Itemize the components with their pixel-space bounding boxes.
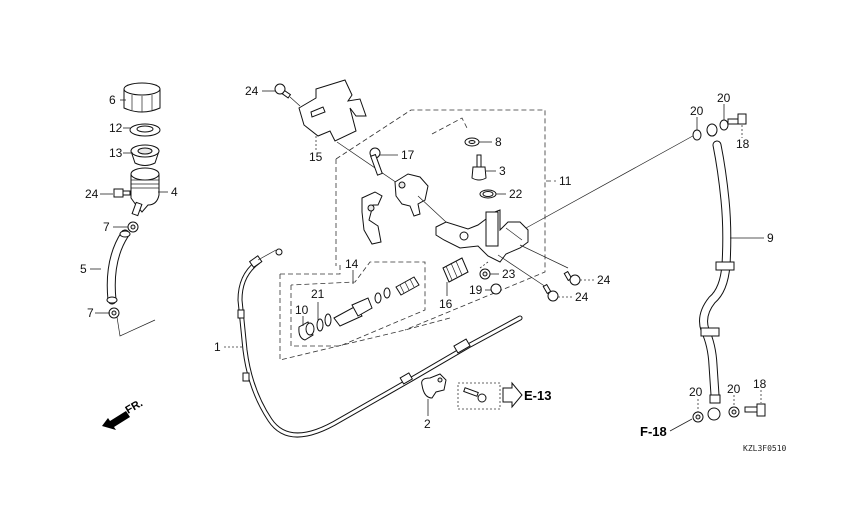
callout-1[interactable]: 1	[214, 340, 221, 354]
sealing-washer-20-b[interactable]	[719, 119, 729, 131]
callout-6[interactable]: 6	[109, 93, 116, 107]
nut-19[interactable]	[490, 283, 502, 295]
callout-13[interactable]: 13	[109, 146, 123, 160]
callout-17[interactable]: 17	[401, 148, 415, 162]
callout-24[interactable]: 24	[85, 187, 99, 201]
front-direction-arrow-icon	[102, 411, 130, 430]
callout-10[interactable]: 10	[295, 303, 309, 317]
callout-11[interactable]: 11	[559, 174, 572, 188]
snap-ring-21[interactable]	[316, 318, 324, 332]
callout-22[interactable]: 22	[509, 187, 523, 201]
hose-clip-7-upper[interactable]	[127, 221, 139, 233]
piston[interactable]	[333, 297, 373, 327]
callout-2[interactable]: 2	[424, 417, 431, 431]
callout-16[interactable]: 16	[439, 297, 453, 311]
oil-bolt-18-lower[interactable]	[744, 403, 766, 417]
spring-16[interactable]	[442, 257, 469, 283]
callout-3[interactable]: 3	[499, 164, 506, 178]
circlip-8[interactable]	[464, 137, 480, 147]
pin-bolt-17[interactable]	[369, 147, 383, 176]
callout-19[interactable]: 19	[469, 283, 483, 297]
callout-5[interactable]: 5	[80, 262, 87, 276]
o-ring-22[interactable]	[479, 189, 497, 199]
callout-21[interactable]: 21	[311, 287, 325, 301]
callout-18[interactable]: 18	[753, 377, 767, 391]
callout-24[interactable]: 24	[575, 290, 589, 304]
cover-15[interactable]	[298, 79, 367, 142]
hose-clip-7-lower[interactable]	[108, 307, 120, 319]
reference-e13-arrow[interactable]	[502, 381, 523, 409]
reservoir-4[interactable]	[130, 167, 160, 217]
callout-14[interactable]: 14	[345, 257, 359, 271]
reference-e13-label[interactable]: E-13	[524, 388, 551, 403]
callout-24[interactable]: 24	[245, 84, 259, 98]
callout-9[interactable]: 9	[767, 231, 774, 245]
callout-20[interactable]: 20	[727, 382, 741, 396]
sealing-washer-20-c[interactable]	[692, 411, 704, 423]
callout-18[interactable]: 18	[736, 137, 750, 151]
cable-clamp-2[interactable]	[421, 373, 447, 399]
bolt-24-reservoir[interactable]	[113, 188, 131, 198]
piston-cup-a[interactable]	[374, 292, 382, 304]
joint-bolt-3[interactable]	[471, 154, 487, 181]
piston-boot-10[interactable]	[298, 321, 315, 341]
plate-12[interactable]	[129, 123, 161, 137]
callout-4[interactable]: 4	[171, 185, 178, 199]
reference-f18-label[interactable]: F-18	[640, 424, 667, 439]
reservoir-hose-5[interactable]	[106, 229, 131, 305]
hose-eye-lower[interactable]	[707, 407, 721, 421]
brake-hose-9[interactable]	[699, 140, 735, 404]
nut-23[interactable]	[479, 268, 491, 280]
callout-7[interactable]: 7	[103, 220, 110, 234]
piston-spring[interactable]	[395, 276, 420, 296]
callout-20[interactable]: 20	[689, 385, 703, 399]
diagram-code: KZL3F0510	[743, 444, 787, 453]
callout-24[interactable]: 24	[597, 273, 611, 287]
reference-e13-box	[457, 382, 501, 410]
brake-arm-bracket[interactable]	[394, 173, 429, 217]
bolt-24-cover[interactable]	[274, 83, 292, 99]
bolt-24-right-lower[interactable]	[542, 283, 559, 302]
cable-1[interactable]	[237, 248, 523, 438]
callout-20[interactable]: 20	[690, 104, 704, 118]
callout-20[interactable]: 20	[717, 91, 731, 105]
front-indicator-label: FR.	[124, 397, 145, 416]
piston-washer[interactable]	[324, 313, 332, 327]
hose-eye-upper[interactable]	[706, 123, 718, 137]
callout-23[interactable]: 23	[502, 267, 516, 281]
callout-8[interactable]: 8	[495, 135, 502, 149]
piston-cup-b[interactable]	[383, 287, 391, 299]
bolt-24-right-upper[interactable]	[563, 270, 581, 286]
actuator-link[interactable]	[361, 191, 383, 245]
callout-7[interactable]: 7	[87, 306, 94, 320]
callout-12[interactable]: 12	[109, 121, 123, 135]
oil-bolt-18-upper[interactable]	[727, 113, 747, 125]
callout-15[interactable]: 15	[309, 150, 323, 164]
reservoir-cap-6[interactable]	[123, 82, 161, 113]
master-cylinder-body[interactable]	[435, 209, 529, 263]
sealing-washer-20-d[interactable]	[728, 406, 740, 418]
diaphragm-13[interactable]	[130, 144, 160, 166]
sealing-washer-20-a[interactable]	[692, 129, 702, 141]
